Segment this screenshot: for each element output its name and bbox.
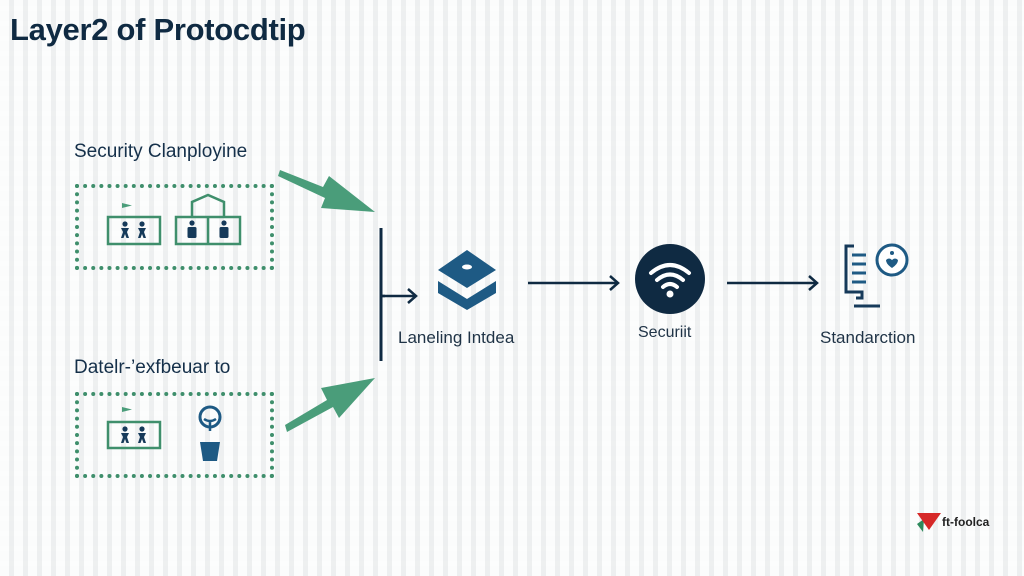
building-people-icon xyxy=(174,193,242,246)
arrow-top-icon xyxy=(278,170,375,212)
people-pair-icon xyxy=(106,215,162,246)
group-icons-security xyxy=(106,193,242,246)
arrow-bottom-icon xyxy=(285,378,375,432)
group-label-security: Security Clanployine xyxy=(74,141,248,162)
flag-marker-icon xyxy=(122,407,132,412)
node-label-standard: Standarction xyxy=(820,328,916,347)
brand-logo-icon xyxy=(917,513,941,532)
group-icons-data xyxy=(106,405,222,461)
merge-arrows xyxy=(278,170,385,432)
arrow-node1-node2 xyxy=(528,275,620,291)
brand-logo-text: ft-foolca xyxy=(942,515,990,529)
lightbulb-icon xyxy=(198,405,222,461)
flag-marker-icon xyxy=(122,203,132,208)
group-box-security xyxy=(75,184,274,270)
node-label-security: Securiit xyxy=(638,324,692,341)
document-monitor-icon xyxy=(844,243,909,308)
group-label-data: Datelr-’exfbeuar to xyxy=(74,357,231,378)
arrow-to-node1 xyxy=(382,288,418,304)
wifi-icon xyxy=(635,244,705,314)
node-label-laneling: Laneling Intdea xyxy=(398,328,515,347)
people-pair-icon xyxy=(106,420,162,450)
arrow-node2-node3 xyxy=(727,275,819,291)
group-box-data xyxy=(75,392,274,478)
layered-cube-icon xyxy=(438,250,496,310)
diagram-title: Layer2 of Protocdtip xyxy=(10,12,306,47)
